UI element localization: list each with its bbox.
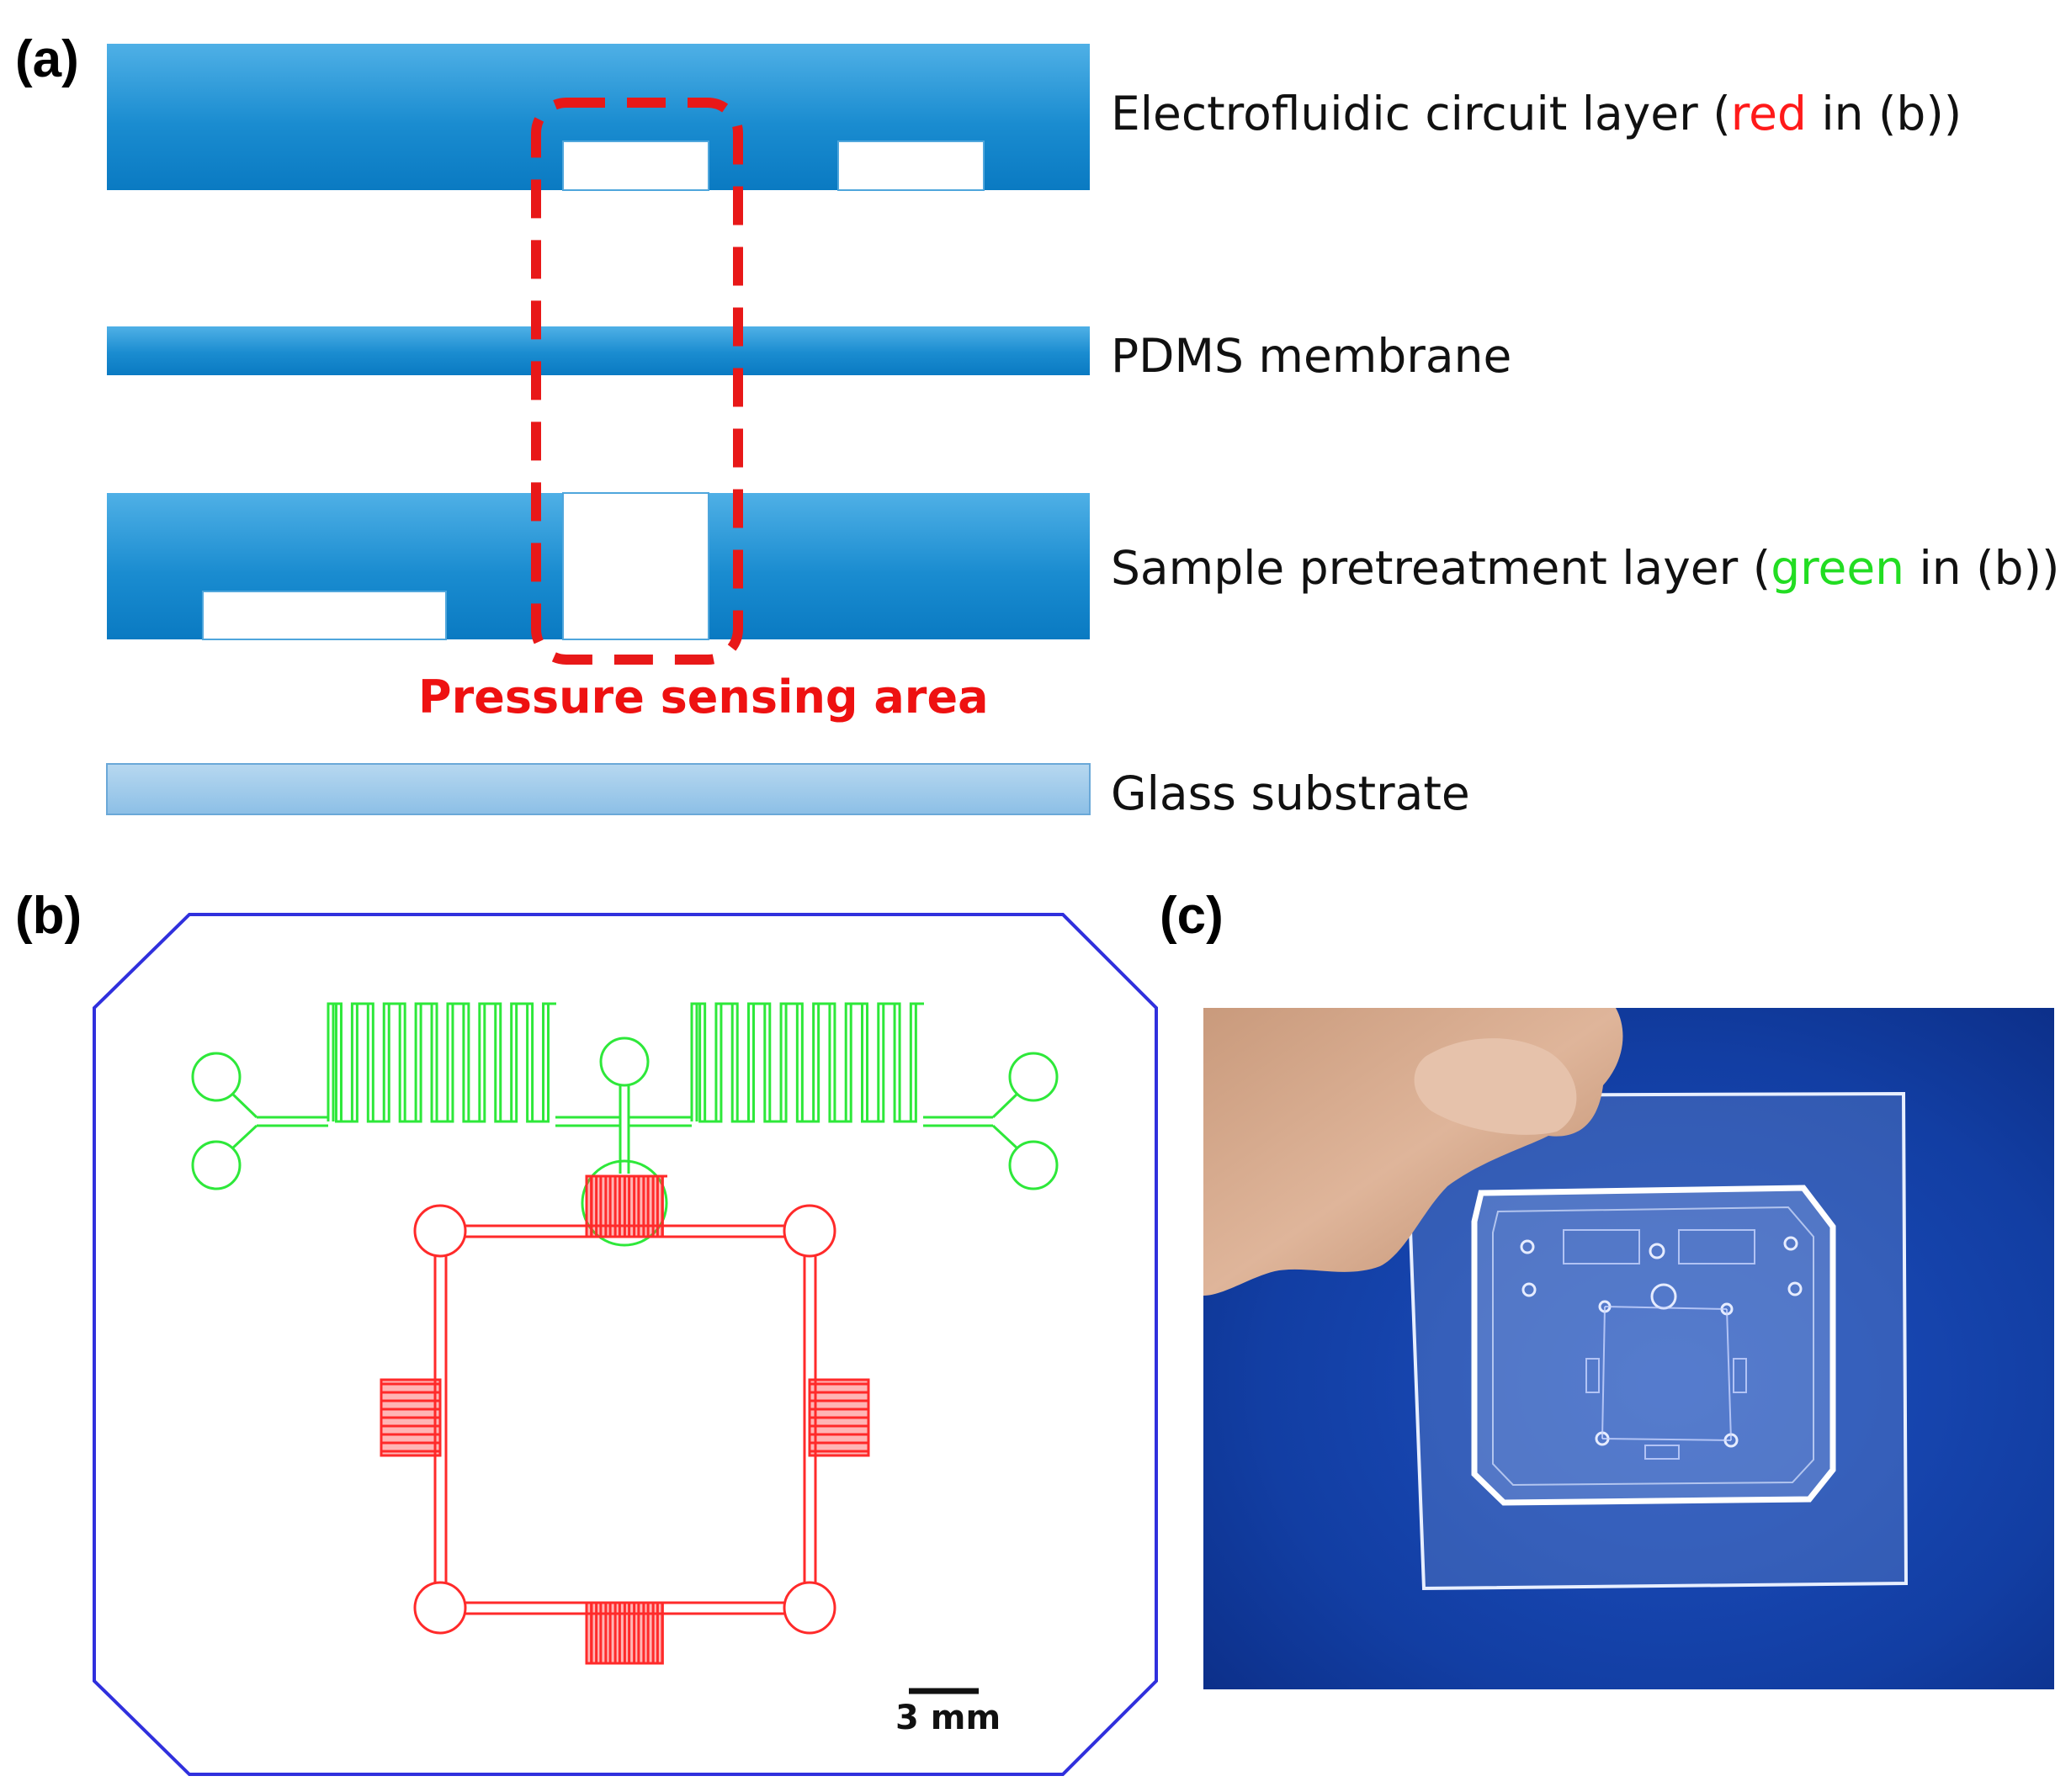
scale-bar-label: 3 mm	[895, 1699, 1001, 1737]
red-port	[783, 1581, 836, 1635]
chip-layout-drawing	[93, 913, 1158, 1776]
red-resistor-right-path	[808, 1378, 870, 1455]
panel-label-a: (a)	[15, 30, 79, 88]
red-pressure-sensor-path	[590, 1174, 667, 1238]
green-port	[599, 1036, 650, 1087]
electrofluidic-chamber-left	[562, 140, 709, 191]
red-resistor-serpentines	[380, 1174, 870, 1665]
electrofluidic-label-post: in (b))	[1806, 87, 1962, 140]
electrofluidic-circuit-channels	[413, 1204, 836, 1635]
red-resistor-left-path	[380, 1378, 442, 1455]
sample-label-post: in (b))	[1904, 541, 2060, 595]
pressure-sensing-area-outline	[531, 98, 743, 665]
glass-substrate-label: Glass substrate	[1111, 766, 1470, 820]
red-resistor-bottom-path	[590, 1601, 667, 1665]
green-serpentine-left	[332, 1002, 556, 1123]
panel-label-c: (c)	[1160, 887, 1224, 945]
red-port	[413, 1581, 467, 1635]
red-port	[783, 1204, 836, 1258]
panel-label-b: (b)	[15, 887, 82, 945]
electrofluidic-label-pre: Electrofluidic circuit layer (	[1111, 87, 1731, 140]
green-serpentine-right	[695, 1002, 924, 1123]
sample-label-pre: Sample pretreatment layer (	[1111, 541, 1771, 595]
sample-pretreatment-channels	[191, 1036, 1059, 1247]
sample-chamber	[562, 492, 709, 640]
electrofluidic-chamber-right	[837, 140, 985, 191]
sample-pretreatment-layer	[107, 492, 1090, 640]
pdms-membrane-layer	[107, 326, 1090, 375]
green-sensor-chamber	[581, 1159, 668, 1247]
sample-label-highlight: green	[1771, 541, 1905, 595]
electrofluidic-label-highlight: red	[1730, 87, 1807, 140]
green-serpentine-left	[327, 1002, 551, 1123]
sample-pretreatment-layer-label: Sample pretreatment layer (green in (b))	[1111, 545, 2059, 591]
device-photo	[1203, 1008, 2054, 1689]
green-port	[191, 1052, 242, 1102]
pdms-chip	[1471, 1185, 1836, 1506]
sample-channel	[202, 591, 447, 640]
green-port	[191, 1140, 242, 1190]
green-port	[1008, 1140, 1059, 1190]
thumb-nail	[1414, 1038, 1577, 1135]
pressure-sensing-area-label: Pressure sensing area	[418, 671, 989, 724]
glass-slide	[1403, 1091, 1909, 1591]
green-serpentine-mixers	[327, 1002, 924, 1123]
glass-substrate-layer	[106, 763, 1091, 815]
red-port	[413, 1204, 467, 1258]
electrofluidic-layer	[107, 44, 1090, 191]
chip-outline	[93, 913, 1158, 1776]
pdms-membrane-label: PDMS membrane	[1111, 329, 1512, 383]
electrofluidic-layer-label: Electrofluidic circuit layer (red in (b)…	[1111, 91, 1962, 137]
green-serpentine-right	[690, 1002, 919, 1123]
green-port	[1008, 1052, 1059, 1102]
